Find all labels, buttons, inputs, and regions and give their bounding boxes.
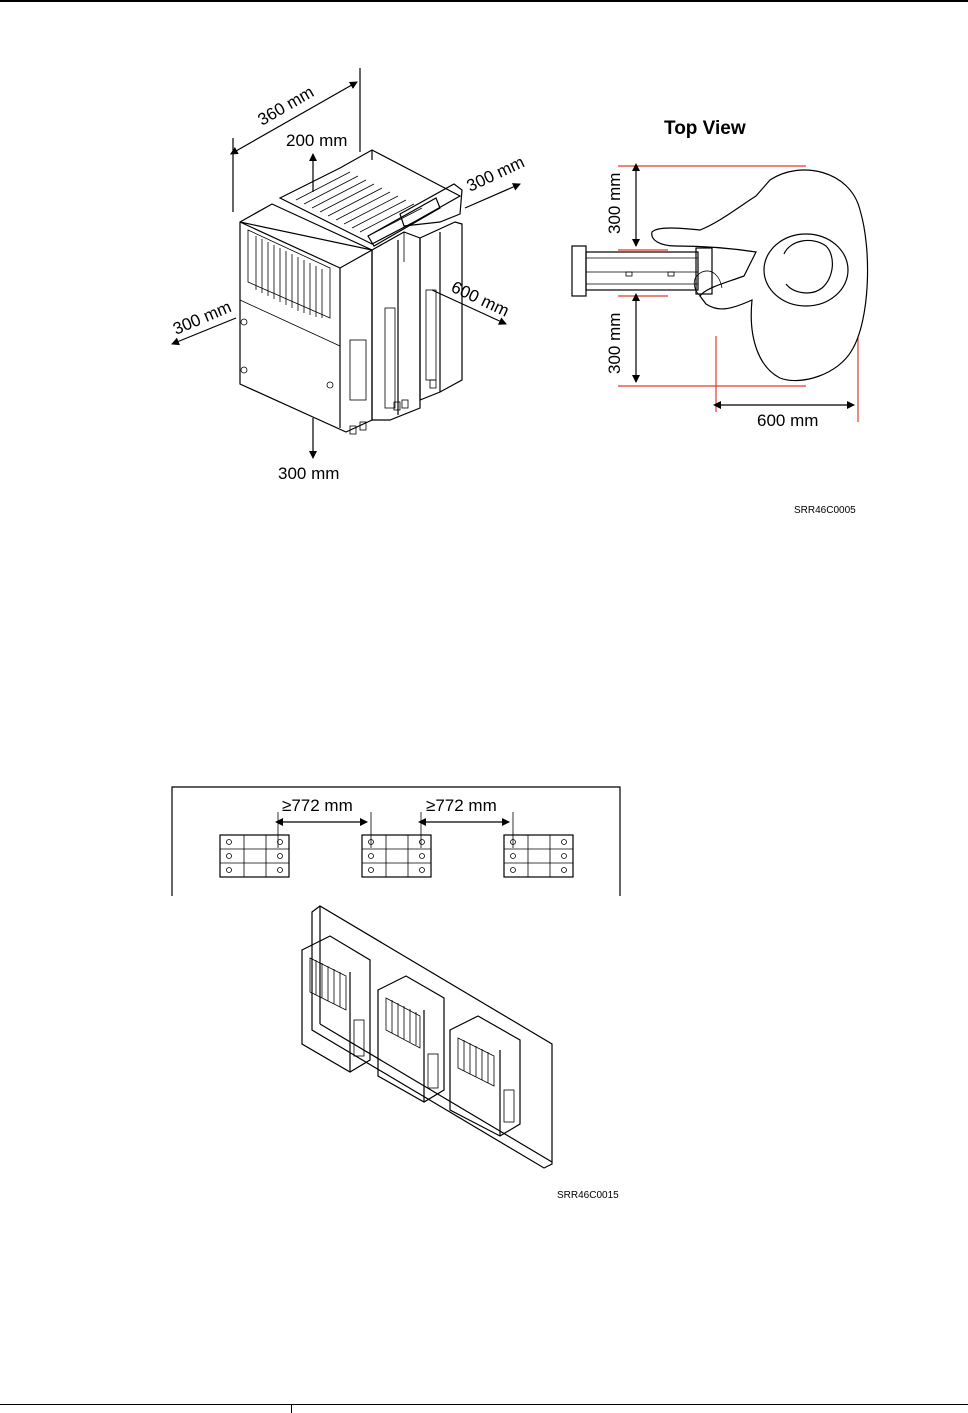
wall-board [312,906,552,1168]
rru-module-2 [372,232,420,420]
figure1-top-view: Top View 300 mm 300 mm 600 mm [572,118,868,430]
rru-top-outline [572,246,712,296]
rru-top-heatsink [280,150,460,244]
label-600mm-front: 600 mm [448,277,512,320]
bracket-right [504,835,573,877]
wall-plan-outline [172,787,620,896]
person-top-outline [652,170,868,381]
bottom-connectors [350,380,436,434]
label-top-view-600: 600 mm [757,411,818,430]
label-spacing-right: ≥772 mm [426,796,497,815]
figure2-plan: ≥772 mm ≥772 mm [172,787,620,896]
figure2-wall-isometric [302,906,552,1168]
top-view-title: Top View [664,118,746,139]
label-200mm: 200 mm [286,131,347,150]
label-top-view-upper: 300 mm [605,173,624,234]
label-300mm-back: 300 mm [464,152,528,195]
label-top-view-lower: 300 mm [605,313,624,374]
bracket-left [220,835,289,877]
wall-unit-2 [378,976,444,1102]
label-300mm-left: 300 mm [170,297,234,338]
rru-module-1 [240,204,372,432]
footer-divider-tick [291,1404,292,1413]
label-spacing-left: ≥772 mm [282,796,353,815]
figure2-code: SRR46C0015 [557,1190,619,1201]
rru-module-3 [420,222,462,400]
figure1-isometric: 360 mm 200 mm 300 mm 300 mm 600 mm 300 m… [170,68,527,483]
figure1-code: SRR46C0005 [794,505,856,516]
label-300mm-bottom: 300 mm [278,464,339,483]
footer-rule [0,1404,968,1405]
